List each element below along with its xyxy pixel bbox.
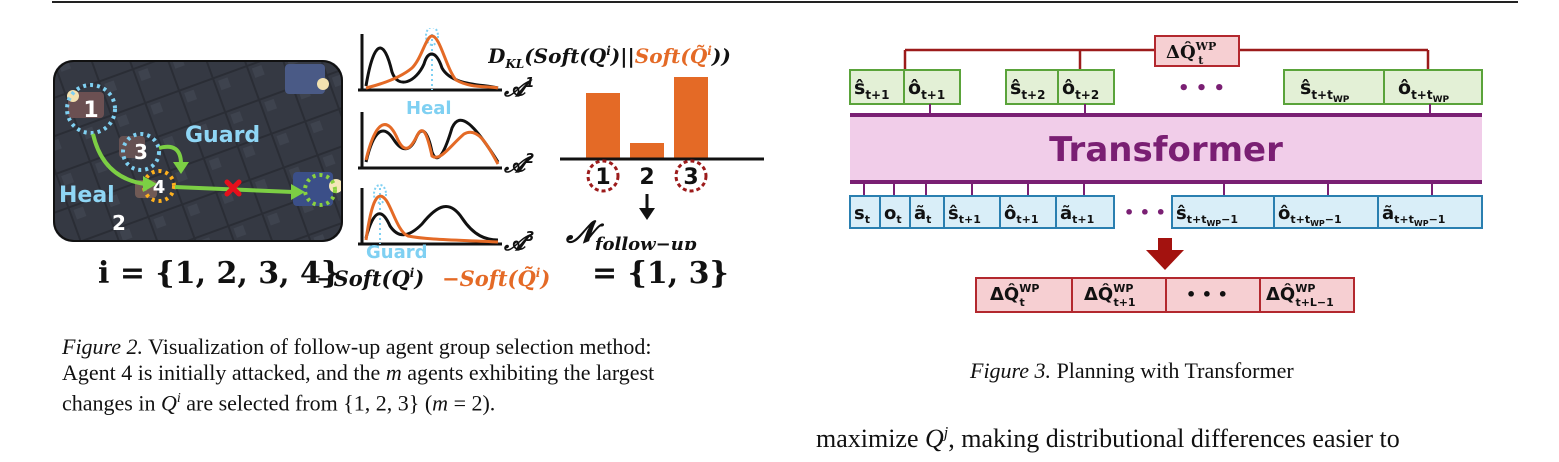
output-connectors [929,104,1431,114]
green-box-o-t2: ôt+2 [1062,77,1099,102]
figure-2-label: Figure 2. [62,334,144,359]
token-s-t1: ŝt+1 [948,203,981,226]
axis-a3: 𝓐3 [503,230,534,256]
guard-curve-label: Guard [366,242,428,260]
eq-left: i = {1, 2, 3, 4} [98,256,341,291]
kl-title: DKL(Soft(Qi)||Soft(Q̃i)) [488,44,731,71]
eq-right: = {1, 3} [592,256,729,291]
green-row-dots: • • • [1178,78,1225,99]
legend-curves: −Soft(Qi) −Soft(Q̃i) [316,266,550,291]
green-box-o-t1: ôt+1 [908,77,945,102]
figure-2-caption: Figure 2. Visualization of follow-up age… [62,334,655,416]
bar-3 [674,77,708,159]
output-arrow-icon [1146,238,1184,270]
svg-text:−Soft(Q̃i): −Soft(Q̃i) [442,266,550,291]
top-rule [52,1,1518,3]
down-arrow-icon [639,208,655,220]
bar-label-2: 2 [639,165,654,190]
guard-label: Guard [185,123,260,148]
svg-text:DKL(Soft(Qi)||Soft(Q̃i)): DKL(Soft(Qi)||Soft(Q̃i)) [488,44,731,71]
green-box-s-twp: ŝt+tWP [1300,77,1350,105]
figure-2: 1 3 4 2 Guard Heal Heal [53,28,764,416]
bar-label-1: 1 [595,165,610,190]
token-o-t: ot [884,203,902,226]
agent-label-3: 3 [134,140,148,164]
token-row-dots: • • • [1124,203,1166,222]
token-a-twp: ãt+tWP−1 [1382,203,1445,228]
green-box-s-t2: ŝt+2 [1010,77,1045,102]
heal-curve-label: Heal [406,98,452,119]
agent-label-1: 1 [83,98,98,123]
agent-label-2: 2 [112,211,126,235]
transformer-label: Transformer [1049,130,1283,170]
green-box-s-t1: ŝt+1 [854,77,889,102]
token-a-t1: ãt+1 [1060,203,1094,226]
plot-a1: Heal [358,28,502,119]
q-distribution-plots: Heal Guard 𝓐1 𝓐2 𝓐3 [358,28,534,260]
plot-a3: Guard [358,184,502,260]
green-box-o-twp: ôt+tWP [1398,77,1450,105]
top-delta-q-box [1154,35,1240,67]
token-a-t: ãt [914,203,931,226]
transformer-block [850,114,1482,182]
token-o-twp: ôt+tWP−1 [1278,203,1342,228]
heal-label: Heal [59,183,115,208]
figure-3-label: Figure 3. [970,358,1052,383]
agent-label-4: 4 [153,177,166,198]
plot-a2 [358,112,502,170]
bar-label-3: 3 [683,165,698,190]
game-screenshot: 1 3 4 2 Guard Heal [53,60,343,242]
body-text-line: maximize Qj, making distributional diffe… [816,424,1400,453]
kl-bar-chart: 1 2 3 𝓝follow−up [560,77,764,250]
follow-up-set-label: 𝓝follow−up [565,215,697,250]
axis-a2: 𝓐2 [503,152,534,178]
token-s-twp: ŝt+tWP−1 [1176,203,1238,228]
input-connectors [863,184,1433,196]
token-o-t1: ôt+1 [1004,203,1039,226]
bar-2 [630,143,664,159]
output-row [975,277,1355,313]
output-dots: • • • [1186,285,1228,304]
axis-a1: 𝓐1 [503,76,534,102]
predicted-output-row [849,69,1483,105]
token-s-t: st [854,203,870,226]
svg-text:−Soft(Qi): −Soft(Qi) [316,266,424,291]
red-x-icon [224,179,242,197]
figure-3-caption: Figure 3. Planning with Transformer [970,358,1294,383]
input-token-row [849,195,1483,229]
bar-1 [586,93,620,159]
